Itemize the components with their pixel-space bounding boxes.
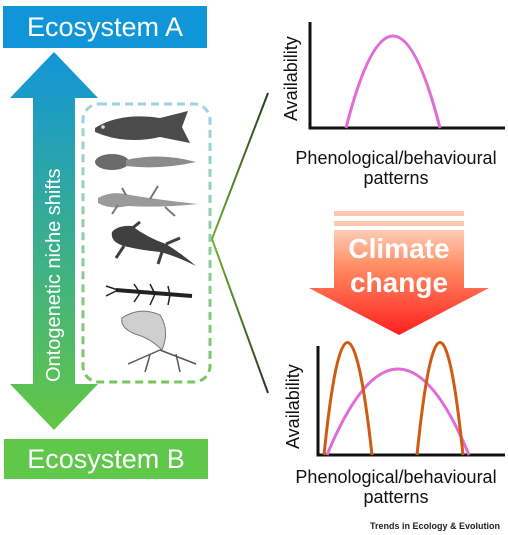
bottom-chart [316,341,505,457]
bottom-chart-ylabel: Availability [283,364,303,449]
connector-lines [210,92,269,394]
bottom-chart-axes [316,346,505,457]
ecosystem-b-label: Ecosystem B [4,439,208,479]
top-chart-xlabel-line1: Phenological/behavioural [295,148,497,168]
tadpole-icon [95,154,196,170]
bottom-chart-xlabel-line1: Phenological/behavioural [295,467,497,487]
journal-credit: Trends in Ecology & Evolution [369,521,500,531]
salamander-icon [111,220,196,266]
fish-icon [95,111,190,143]
niche-shift-arrow [10,52,98,430]
top-chart-ylabel: Availability [281,36,301,121]
larval-salamander-icon [98,185,198,217]
climate-change-label: Climate change [339,232,459,300]
top-chart [308,22,505,130]
bottom-chart-curve-late [415,341,465,456]
top-chart-xlabel-line2: patterns [363,168,429,188]
top-chart-axes [308,22,505,130]
ecosystem-a-label: Ecosystem A [3,6,207,48]
climate-change-line1: Climate [348,233,450,264]
mayfly-icon [121,310,197,373]
climate-change-arrow [309,211,489,335]
climate-change-line2: change [349,267,449,298]
bottom-chart-xlabel-line2: patterns [363,487,429,507]
ontogenetic-niche-shifts-label: Ontogenetic niche shifts [43,168,65,382]
aquatic-insect-larva-icon [105,283,193,306]
top-chart-availability-curve [344,34,442,129]
bottom-chart-xlabel: Phenological/behavioural patterns [286,467,506,507]
top-chart-xlabel: Phenological/behavioural patterns [286,148,506,188]
bottom-chart-curve-early [322,341,374,456]
bottom-chart-curve-broad [325,367,471,456]
